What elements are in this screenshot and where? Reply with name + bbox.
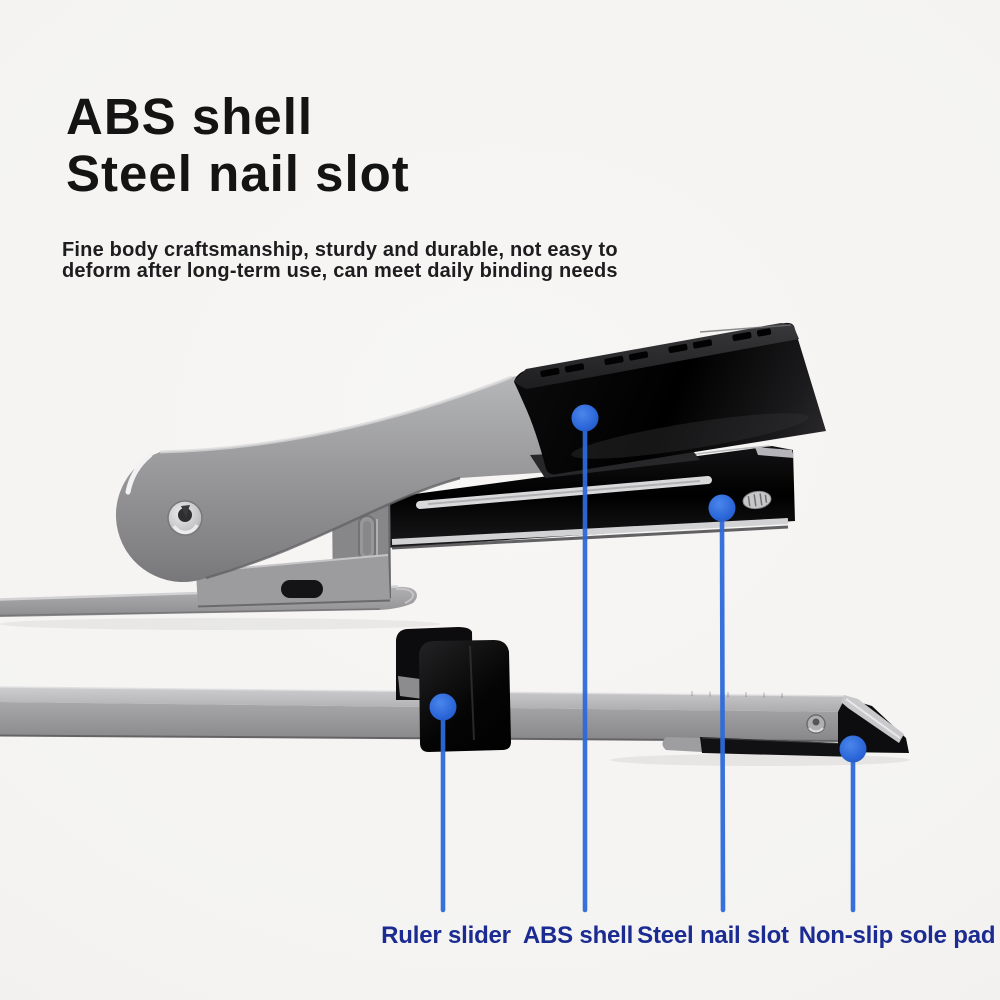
- shell-top-band: [514, 323, 799, 389]
- description-line-2: deform after long-term use, can meet dai…: [62, 259, 618, 282]
- jaw-notch: [281, 580, 323, 598]
- stapler-lower-jaw: [195, 554, 391, 608]
- callout-dot-ruler-slider: [429, 693, 457, 721]
- title-line-1: ABS shell: [66, 88, 314, 145]
- headline-block: ABS shell Steel nail slot: [66, 88, 410, 202]
- handle-edge-highlight: [125, 452, 153, 495]
- nail-slot-rivet: [742, 490, 772, 510]
- abs-shell-cap: [514, 322, 826, 475]
- callout-label-abs-shell: ABS shell: [522, 922, 634, 949]
- callout-dot-steel-nail-slot: [708, 494, 736, 522]
- handle-pivot-screw: [167, 500, 203, 536]
- callout-line-steel-nail-slot: [719, 518, 726, 913]
- description-line-1: Fine body craftsmanship, sturdy and dura…: [62, 239, 618, 261]
- channel-corner-highlight: [755, 447, 794, 458]
- callout-label-non-slip-sole-pad: Non-slip sole pad: [798, 922, 996, 949]
- callout-dot-abs-shell: [571, 404, 599, 432]
- ruler-scale-marks: [691, 691, 783, 698]
- rail-shadow: [610, 754, 910, 766]
- callout-label-steel-nail-slot: Steel nail slot: [637, 922, 789, 949]
- shell-sheen: [571, 413, 809, 459]
- title-line-2: Steel nail slot: [66, 145, 410, 202]
- callout-lines: [440, 428, 856, 913]
- callout-dots: [429, 404, 867, 763]
- stapler-handle: [115, 370, 553, 583]
- rail-rivet: [806, 714, 826, 734]
- base-shadow: [0, 618, 440, 630]
- non-slip-sole-pad-part: [662, 737, 860, 757]
- callout-dot-non-slip-sole-pad: [839, 735, 867, 763]
- page-title: ABS shell Steel nail slot: [66, 88, 410, 202]
- callout-label-ruler-slider: Ruler slider: [381, 922, 511, 949]
- shell-vent-slots: [540, 328, 772, 378]
- product-description: Fine body craftsmanship, sturdy and dura…: [62, 240, 618, 281]
